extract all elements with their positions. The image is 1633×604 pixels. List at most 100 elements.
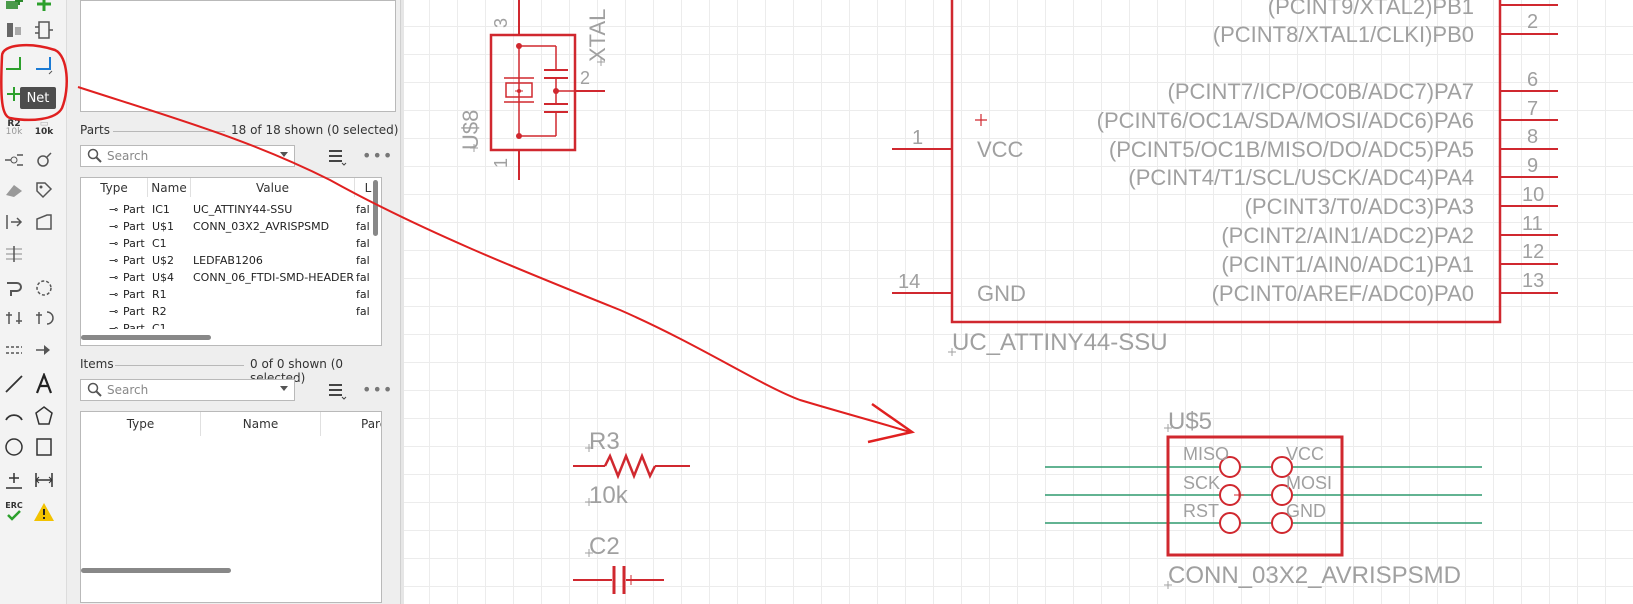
wire-icon[interactable] — [0, 50, 28, 78]
xtal-pin1: 1 — [491, 158, 511, 168]
part-row-icon: ⊸ — [109, 203, 119, 216]
ic-pin-num: 13 — [1522, 270, 1544, 292]
items-h-scrollbar[interactable] — [81, 568, 231, 573]
items-col-parent[interactable]: Pare — [361, 417, 381, 431]
part-row-icon: ⊸ — [109, 237, 119, 250]
ic-pin-label-vcc: VCC — [977, 137, 1024, 162]
parts-h-scrollbar[interactable] — [81, 335, 211, 340]
ic-pin-label: (PCINT8/XTAL1/CLKI)PB0 — [1213, 22, 1474, 47]
r3-name: R3 — [589, 428, 620, 455]
gate-swap-icon[interactable] — [30, 16, 58, 44]
parts-v-scrollbar[interactable] — [373, 180, 378, 236]
part-row-icon: ⊸ — [109, 322, 119, 329]
list-view-icon[interactable] — [327, 382, 347, 400]
parts-col-name[interactable]: Name — [148, 178, 191, 197]
parts-search-field[interactable] — [80, 145, 295, 167]
replace-part-icon[interactable] — [0, 16, 28, 44]
mark-icon[interactable] — [0, 466, 28, 494]
list-view-icon[interactable] — [327, 148, 347, 166]
ic-pin-label: (PCINT4/T1/SCL/USCK/ADC4)PA4 — [1128, 165, 1474, 190]
text-icon[interactable] — [30, 370, 58, 398]
items-col-name[interactable]: Name — [201, 412, 321, 436]
ic-body[interactable] — [892, 0, 1558, 324]
rectangle-icon[interactable] — [30, 433, 58, 461]
add-part-icon[interactable] — [0, 0, 28, 18]
name-tool-icon[interactable]: R2 10k — [0, 114, 28, 142]
search-icon — [87, 382, 102, 397]
nets[interactable] — [1045, 466, 1482, 524]
ic-pin-num: 11 — [1522, 213, 1543, 235]
xtal-name: U$8 — [458, 110, 483, 150]
connector-component[interactable] — [1166, 435, 1344, 557]
miter-icon[interactable] — [30, 208, 58, 236]
optimize-icon[interactable] — [30, 304, 58, 332]
ic-pin-label: (PCINT5/OC1B/MISO/DO/ADC5)PA5 — [1109, 137, 1474, 162]
more-options-icon[interactable]: ••• — [362, 380, 394, 399]
parts-col-type[interactable]: Type — [81, 178, 148, 197]
more-options-icon[interactable]: ••• — [362, 146, 394, 165]
value-tool-label: 10k — [34, 127, 54, 137]
r3-component[interactable] — [573, 452, 690, 480]
schematic-drawing: 3 2 1 U$8 XTAL 1 VCC 14 GND (PCI — [458, 0, 1558, 594]
chevron-down-icon[interactable] — [280, 152, 288, 157]
ic-pin-num: 10 — [1522, 184, 1544, 206]
value-tool-icon[interactable]: ▭ 10k — [34, 119, 54, 137]
rotate-icon[interactable] — [0, 304, 28, 332]
ripup-icon[interactable] — [0, 274, 28, 302]
pinswap-icon[interactable] — [0, 208, 28, 236]
part-row-icon: ⊸ — [109, 288, 119, 301]
line-icon[interactable] — [0, 370, 28, 398]
c2-component[interactable] — [573, 566, 664, 594]
schematic-canvas[interactable]: 3 2 1 U$8 XTAL 1 VCC 14 GND (PCI — [401, 0, 1633, 604]
ic-pin-label: (PCINT2/AIN1/ADC2)PA2 — [1221, 223, 1474, 248]
ic-name: UC_ATTINY44-SSU — [952, 329, 1168, 356]
parts-search-input[interactable] — [107, 148, 267, 164]
mirror-icon[interactable] — [30, 146, 58, 174]
ic-pin-num-vcc: 1 — [912, 127, 923, 149]
ic-pin-num: 8 — [1527, 126, 1538, 148]
ic-pin-num: 12 — [1522, 241, 1544, 263]
erc-icon[interactable]: ERC — [0, 498, 28, 526]
connect-icon[interactable] — [30, 336, 58, 364]
name-tool-label: R2 — [7, 119, 21, 129]
arc-icon[interactable] — [0, 402, 28, 430]
add-green-icon[interactable] — [30, 0, 58, 18]
search-icon — [87, 148, 102, 163]
r3-value: 10k — [589, 482, 629, 509]
align-icon[interactable] — [0, 336, 28, 364]
part-row-icon: ⊸ — [109, 254, 119, 267]
conn-value: CONN_03X2_AVRISPSMD — [1168, 562, 1461, 589]
ic-pin-label: (PCINT7/ICP/OC0B/ADC7)PA7 — [1168, 79, 1474, 104]
part-row-icon: ⊸ — [109, 220, 119, 233]
warning-icon[interactable] — [30, 498, 58, 526]
items-search-field[interactable] — [80, 379, 295, 401]
items-table: Type Name Pare — [80, 411, 382, 603]
net-icon[interactable] — [30, 50, 58, 78]
parts-col-value[interactable]: Value — [191, 178, 355, 197]
dashed-circle-icon[interactable] — [30, 274, 58, 302]
conn-label-left: SCK — [1183, 473, 1220, 493]
dimension-icon[interactable] — [30, 466, 58, 494]
circle-icon[interactable] — [0, 433, 28, 461]
preview-box — [80, 0, 396, 112]
bus-icon[interactable] — [0, 240, 28, 268]
items-search-input[interactable] — [107, 382, 267, 398]
xtal-pin2: 2 — [580, 68, 590, 88]
smash-icon[interactable] — [0, 176, 28, 204]
polygon-icon[interactable] — [30, 402, 58, 430]
conn-name: U$5 — [1168, 408, 1212, 435]
chevron-down-icon[interactable] — [280, 386, 288, 391]
ic-pin-label: (PCINT3/T0/ADC3)PA3 — [1245, 194, 1474, 219]
split-icon[interactable] — [0, 146, 28, 174]
attribute-tag-icon[interactable] — [30, 176, 58, 204]
items-col-type[interactable]: Type — [81, 412, 201, 436]
